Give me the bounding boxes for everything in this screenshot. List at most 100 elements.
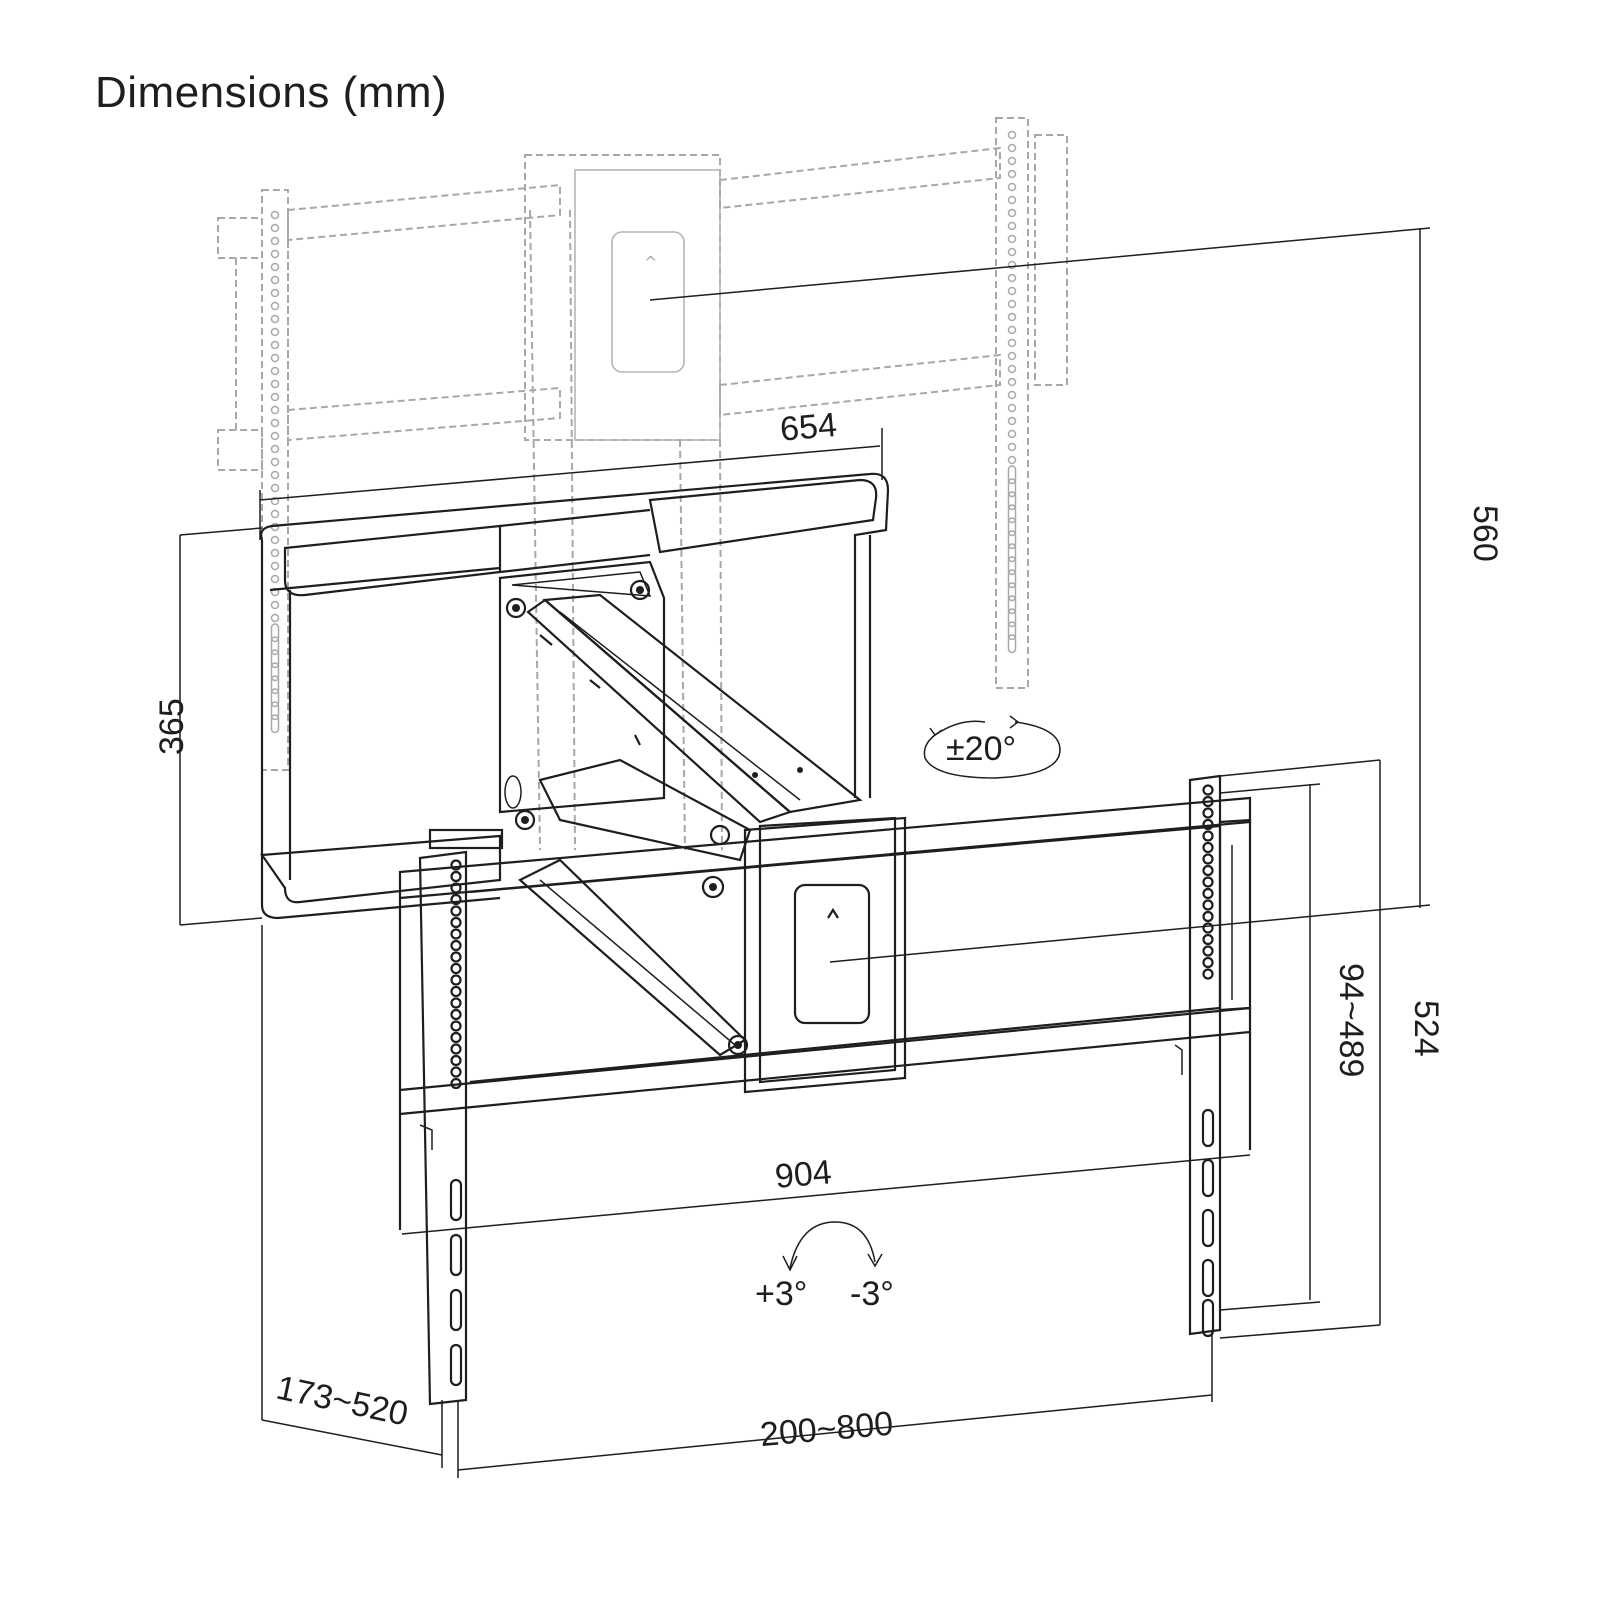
mount-hole: [270, 701, 280, 721]
mount-hole: [1007, 455, 1017, 465]
dimension-labels: 654 560 365 ±20° 524 94~489 904 +3° -3° …: [153, 406, 1504, 1454]
mount-hole: [1202, 899, 1214, 911]
mount-hole: [1007, 286, 1017, 296]
mount-slot: [449, 1178, 463, 1222]
mount-hole: [270, 613, 280, 623]
mount-hole: [270, 275, 280, 285]
mount-hole: [270, 688, 280, 708]
mount-slot: [1201, 1208, 1215, 1248]
mount-hole: [270, 483, 280, 493]
tv-adapter-plate: [398, 774, 1252, 1406]
mount-hole: [450, 928, 462, 940]
mount-slot: [449, 1343, 463, 1387]
mount-hole: [1202, 795, 1214, 808]
mount-hole: [270, 327, 280, 337]
dim-swivel: ±20°: [946, 730, 1016, 768]
mount-hole: [450, 1054, 462, 1067]
mount-hole: [1202, 910, 1214, 923]
dim-200-800: 200~800: [759, 1405, 895, 1454]
mount-hole: [270, 288, 280, 298]
mount-hole: [1007, 429, 1017, 439]
mount-hole: [270, 210, 280, 220]
mount-hole: [1007, 351, 1017, 361]
mount-hole: [270, 535, 280, 545]
ghost-extended-mount: ^: [217, 117, 1068, 851]
mount-hole: [1202, 853, 1214, 865]
mount-hole: [1007, 556, 1017, 576]
mount-hole: [1007, 595, 1017, 615]
mount-hole: [1007, 234, 1017, 244]
mount-hole: [270, 366, 280, 376]
mount-hole: [270, 392, 280, 402]
mount-hole: [270, 340, 280, 350]
mount-hole: [270, 444, 280, 454]
mount-hole: [1202, 830, 1214, 842]
mount-hole: [270, 623, 280, 643]
mount-hole: [270, 636, 280, 656]
mount-hole: [1007, 465, 1017, 485]
mount-hole: [270, 431, 280, 441]
mount-hole: [270, 548, 280, 558]
mount-hole: [1007, 530, 1017, 550]
mount-hole: [270, 236, 280, 246]
mount-hole: [1007, 221, 1017, 231]
mount-hole: [1007, 634, 1017, 654]
mount-hole: [450, 951, 462, 963]
mount-hole: [1007, 390, 1017, 400]
mount-hole: [1007, 517, 1017, 537]
mount-hole: [1007, 195, 1017, 205]
mount-hole: [1007, 491, 1017, 511]
mount-hole: [1007, 416, 1017, 426]
mount-slot: [449, 1288, 463, 1332]
mount-hole: [270, 249, 280, 259]
mount-hole: [1007, 208, 1017, 218]
mount-hole: [450, 905, 462, 917]
mount-hole: [450, 882, 462, 894]
mount-slot: [1201, 1258, 1215, 1298]
mount-hole: [270, 223, 280, 233]
mount-hole: [450, 1020, 462, 1032]
mount-hole: [450, 962, 462, 975]
mount-hole: [270, 353, 280, 363]
mount-hole: [270, 470, 280, 480]
mount-hole: [270, 379, 280, 389]
mount-hole: [1202, 818, 1214, 831]
mount-hole: [1202, 876, 1214, 888]
mount-hole: [1007, 130, 1017, 140]
mount-hole: [450, 1077, 462, 1090]
mount-slot: [1201, 1298, 1215, 1338]
mount-hole: [270, 262, 280, 272]
mount-hole: [1202, 887, 1214, 900]
mount-hole: [450, 939, 462, 952]
mount-hole: [270, 496, 280, 506]
mount-hole: [1007, 182, 1017, 192]
mount-hole: [1007, 403, 1017, 413]
mount-slot: [1201, 1158, 1215, 1198]
wall-plate-frame: [260, 472, 890, 920]
mount-hole: [450, 1066, 462, 1078]
svg-text:^: ^: [644, 253, 657, 272]
mount-hole: [1007, 247, 1017, 257]
mount-hole: [1202, 784, 1214, 796]
mount-hole: [1202, 841, 1214, 854]
tilt-indicator: [782, 1221, 883, 1272]
dim-524: 524: [1407, 1000, 1445, 1057]
mount-hole: [1007, 621, 1017, 641]
swivel-indicator: [923, 715, 1061, 779]
mount-hole: [450, 870, 462, 883]
mount-hole: [450, 974, 462, 986]
mount-hole: [270, 662, 280, 682]
mount-hole: [450, 985, 462, 998]
mount-hole: [1007, 543, 1017, 563]
mount-hole: [450, 1043, 462, 1055]
mount-hole: [450, 916, 462, 929]
mount-hole: [1007, 442, 1017, 452]
mount-slot: [1201, 1108, 1215, 1148]
mount-hole: [1202, 956, 1214, 969]
dim-tilt-minus: -3°: [850, 1275, 894, 1313]
mount-hole: [270, 301, 280, 311]
mount-hole: [1007, 156, 1017, 166]
mount-hole: [1202, 922, 1214, 934]
mount-hole: [270, 675, 280, 695]
